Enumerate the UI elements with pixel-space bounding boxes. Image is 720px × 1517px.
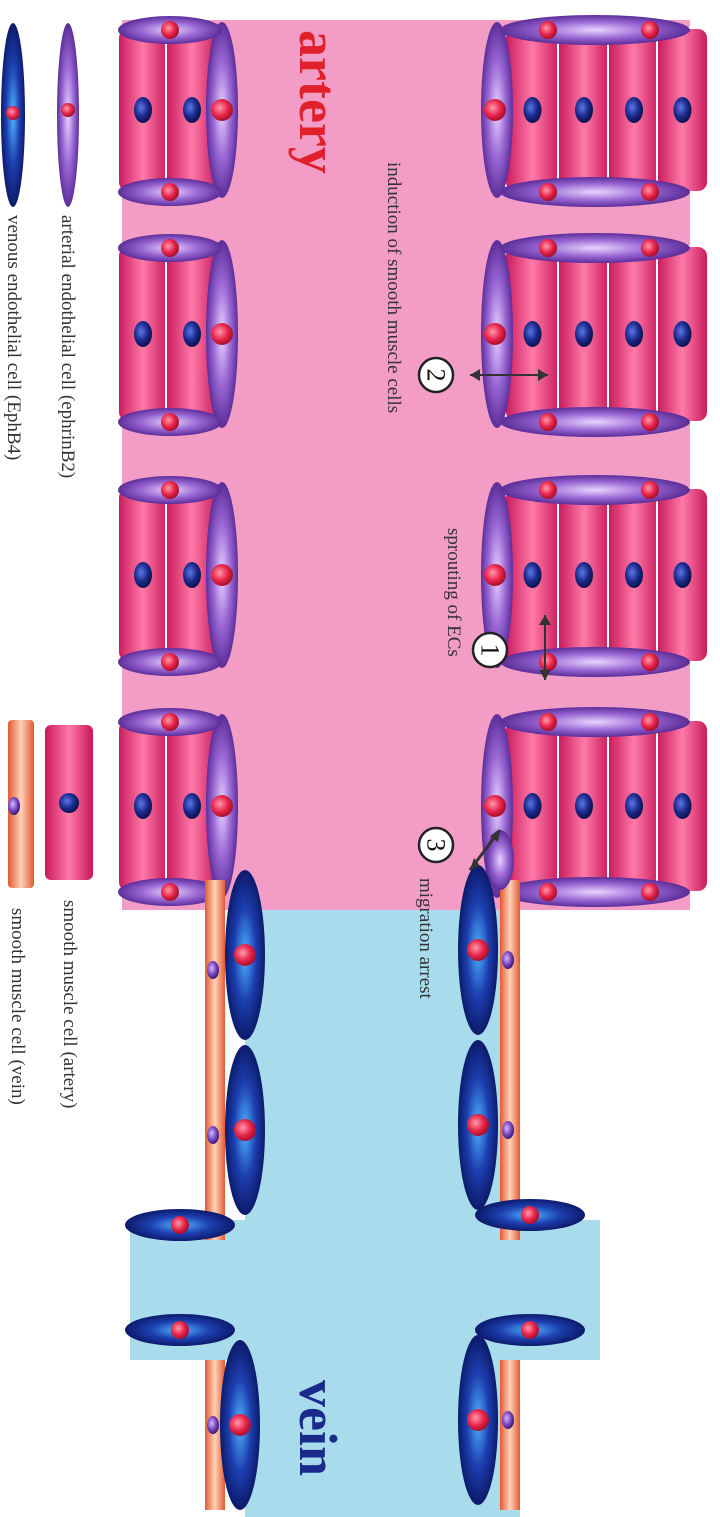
- arterial-endothelial-cell: [500, 233, 690, 263]
- ec-nucleus: [161, 413, 179, 431]
- smc-nucleus: [134, 562, 152, 588]
- arterial-endothelial-cell: [500, 877, 690, 907]
- ec-nucleus: [484, 323, 506, 345]
- ec-nucleus: [521, 1206, 539, 1224]
- ec-nucleus: [539, 183, 557, 201]
- ec-nucleus: [641, 239, 659, 257]
- ec-nucleus: [539, 239, 557, 257]
- vein-smc-nucleus: [207, 1416, 219, 1434]
- arterial-endothelial-cell: [500, 177, 690, 207]
- ec-nucleus: [521, 1321, 539, 1339]
- smc-nucleus: [183, 562, 201, 588]
- smc-nucleus: [524, 321, 542, 347]
- smc-nucleus: [625, 97, 643, 123]
- step-2-number: 2: [422, 369, 451, 382]
- smc-nucleus: [134, 97, 152, 123]
- smc-nucleus: [183, 321, 201, 347]
- ec-nucleus: [234, 1119, 256, 1141]
- smc-nucleus: [134, 321, 152, 347]
- legend-arterial-ec-label: arterial endothelial cell (ephrinB2): [57, 215, 78, 478]
- vein-smc-nucleus: [207, 1126, 219, 1144]
- ec-nucleus: [641, 883, 659, 901]
- ec-nucleus: [467, 1114, 489, 1136]
- ec-nucleus: [161, 21, 179, 39]
- ec-nucleus: [171, 1321, 189, 1339]
- ec-nucleus: [641, 21, 659, 39]
- ec-nucleus: [161, 183, 179, 201]
- smc-nucleus: [524, 793, 542, 819]
- ec-nucleus: [234, 944, 256, 966]
- arterial-endothelial-cell: [500, 475, 690, 505]
- arterial-endothelial-cell: [486, 830, 514, 890]
- vein-label: vein: [288, 1380, 348, 1476]
- vein-smc-nucleus: [502, 1411, 514, 1429]
- step-3-number: 3: [422, 839, 451, 852]
- vein-smc-nucleus: [502, 1121, 514, 1139]
- ec-nucleus: [484, 564, 506, 586]
- ec-nucleus: [539, 21, 557, 39]
- ec-nucleus: [539, 883, 557, 901]
- ec-nucleus: [211, 323, 233, 345]
- ec-nucleus: [211, 795, 233, 817]
- ec-nucleus: [161, 713, 179, 731]
- ec-nucleus: [539, 713, 557, 731]
- ec-nucleus: [171, 1216, 189, 1234]
- vein-smooth-muscle-cell: [205, 880, 225, 1240]
- smc-nucleus: [134, 793, 152, 819]
- ec-nucleus: [161, 653, 179, 671]
- arterial-endothelial-cell: [500, 707, 690, 737]
- smc-nucleus: [674, 97, 692, 123]
- ec-nucleus: [641, 413, 659, 431]
- ec-nucleus: [484, 795, 506, 817]
- sprouting-label: sprouting of ECs: [443, 528, 464, 657]
- smc-nucleus: [575, 562, 593, 588]
- smc-nucleus: [674, 321, 692, 347]
- ec-nucleus: [211, 99, 233, 121]
- smc-nucleus: [575, 321, 593, 347]
- migration-label: migration arrest: [415, 878, 436, 1000]
- smc-nucleus: [625, 793, 643, 819]
- ec-nucleus: [641, 653, 659, 671]
- vein-smc-nucleus: [207, 961, 219, 979]
- legend-smc-artery-label: smooth muscle cell (artery): [59, 900, 80, 1108]
- ec-nucleus: [161, 239, 179, 257]
- smc-nucleus: [524, 562, 542, 588]
- ec-nucleus: [211, 564, 233, 586]
- arterial-endothelial-cell: [500, 15, 690, 45]
- smc-nucleus: [524, 97, 542, 123]
- legend: arterial endothelial cell (ephrinB2) ven…: [1, 23, 93, 1108]
- smc-nucleus: [625, 321, 643, 347]
- vein-smc-nucleus: [502, 951, 514, 969]
- legend-venous-ec-label: venous endothelial cell (EphB4): [3, 215, 24, 460]
- ec-nucleus: [161, 883, 179, 901]
- ec-nucleus: [539, 413, 557, 431]
- ec-nucleus: [229, 1414, 251, 1436]
- ec-nucleus: [641, 713, 659, 731]
- ec-nucleus: [539, 481, 557, 499]
- ec-nucleus: [641, 481, 659, 499]
- arterial-endothelial-cell: [500, 407, 690, 437]
- step-1-number: 1: [476, 644, 505, 657]
- ec-nucleus: [539, 653, 557, 671]
- arterial-endothelial-cell: [500, 647, 690, 677]
- vein-smooth-muscle-cell: [500, 880, 520, 1240]
- ec-nucleus: [467, 1409, 489, 1431]
- smc-nucleus: [575, 97, 593, 123]
- legend-smc-vein-label: smooth muscle cell (vein): [7, 908, 28, 1105]
- vein-smooth-muscle-cell: [500, 1360, 520, 1510]
- ec-nucleus: [484, 99, 506, 121]
- smc-nucleus: [674, 793, 692, 819]
- smc-nucleus: [183, 97, 201, 123]
- smc-nucleus: [625, 562, 643, 588]
- smc-nucleus: [674, 562, 692, 588]
- smc-nucleus: [575, 793, 593, 819]
- ec-nucleus: [467, 939, 489, 961]
- ec-nucleus: [161, 481, 179, 499]
- artery-label: artery: [288, 30, 348, 174]
- smc-nucleus: [183, 793, 201, 819]
- ec-nucleus: [641, 183, 659, 201]
- induction-label: induction of smooth muscle cells: [383, 162, 404, 413]
